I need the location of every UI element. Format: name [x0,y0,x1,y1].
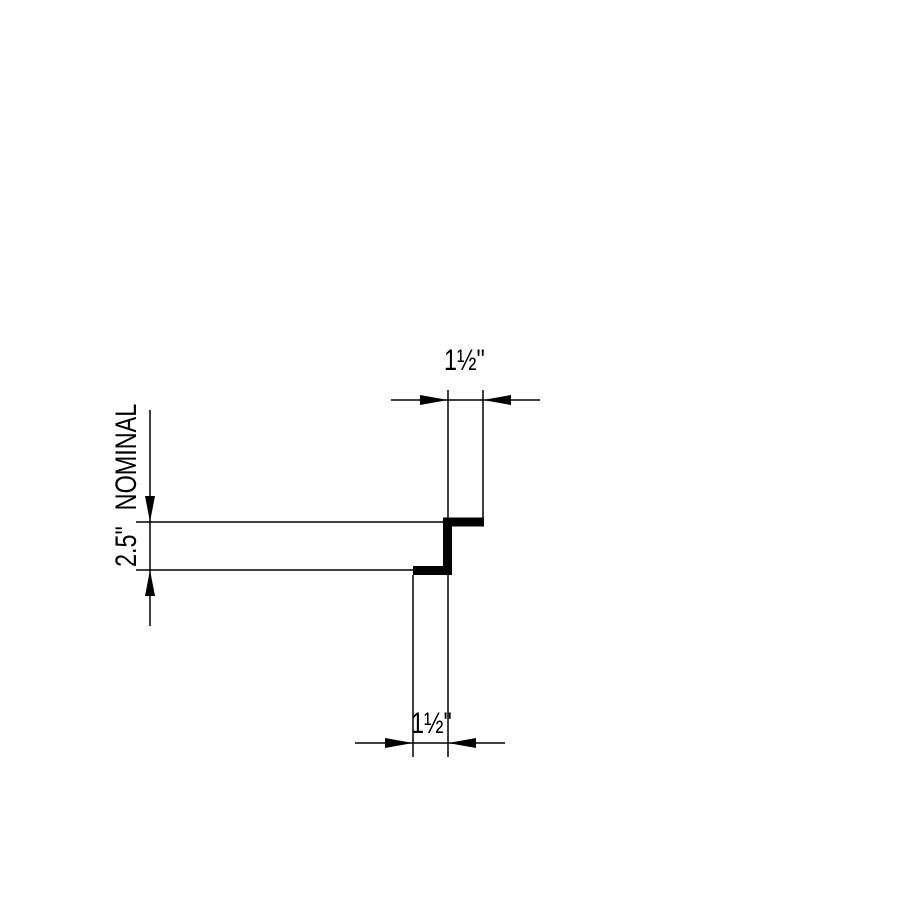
arrow-up-icon [145,570,155,596]
arrow-right-icon [420,395,448,405]
arrow-down-icon [145,496,155,522]
height-label: 2.5" NOMINAL [109,404,142,567]
arrow-left-icon [448,738,476,748]
top-width-label: 1½" [444,343,485,376]
z-profile-shape [413,517,484,575]
bottom-width-label: 1½" [411,706,452,739]
arrow-left-icon [483,395,511,405]
arrow-right-icon [385,738,413,748]
